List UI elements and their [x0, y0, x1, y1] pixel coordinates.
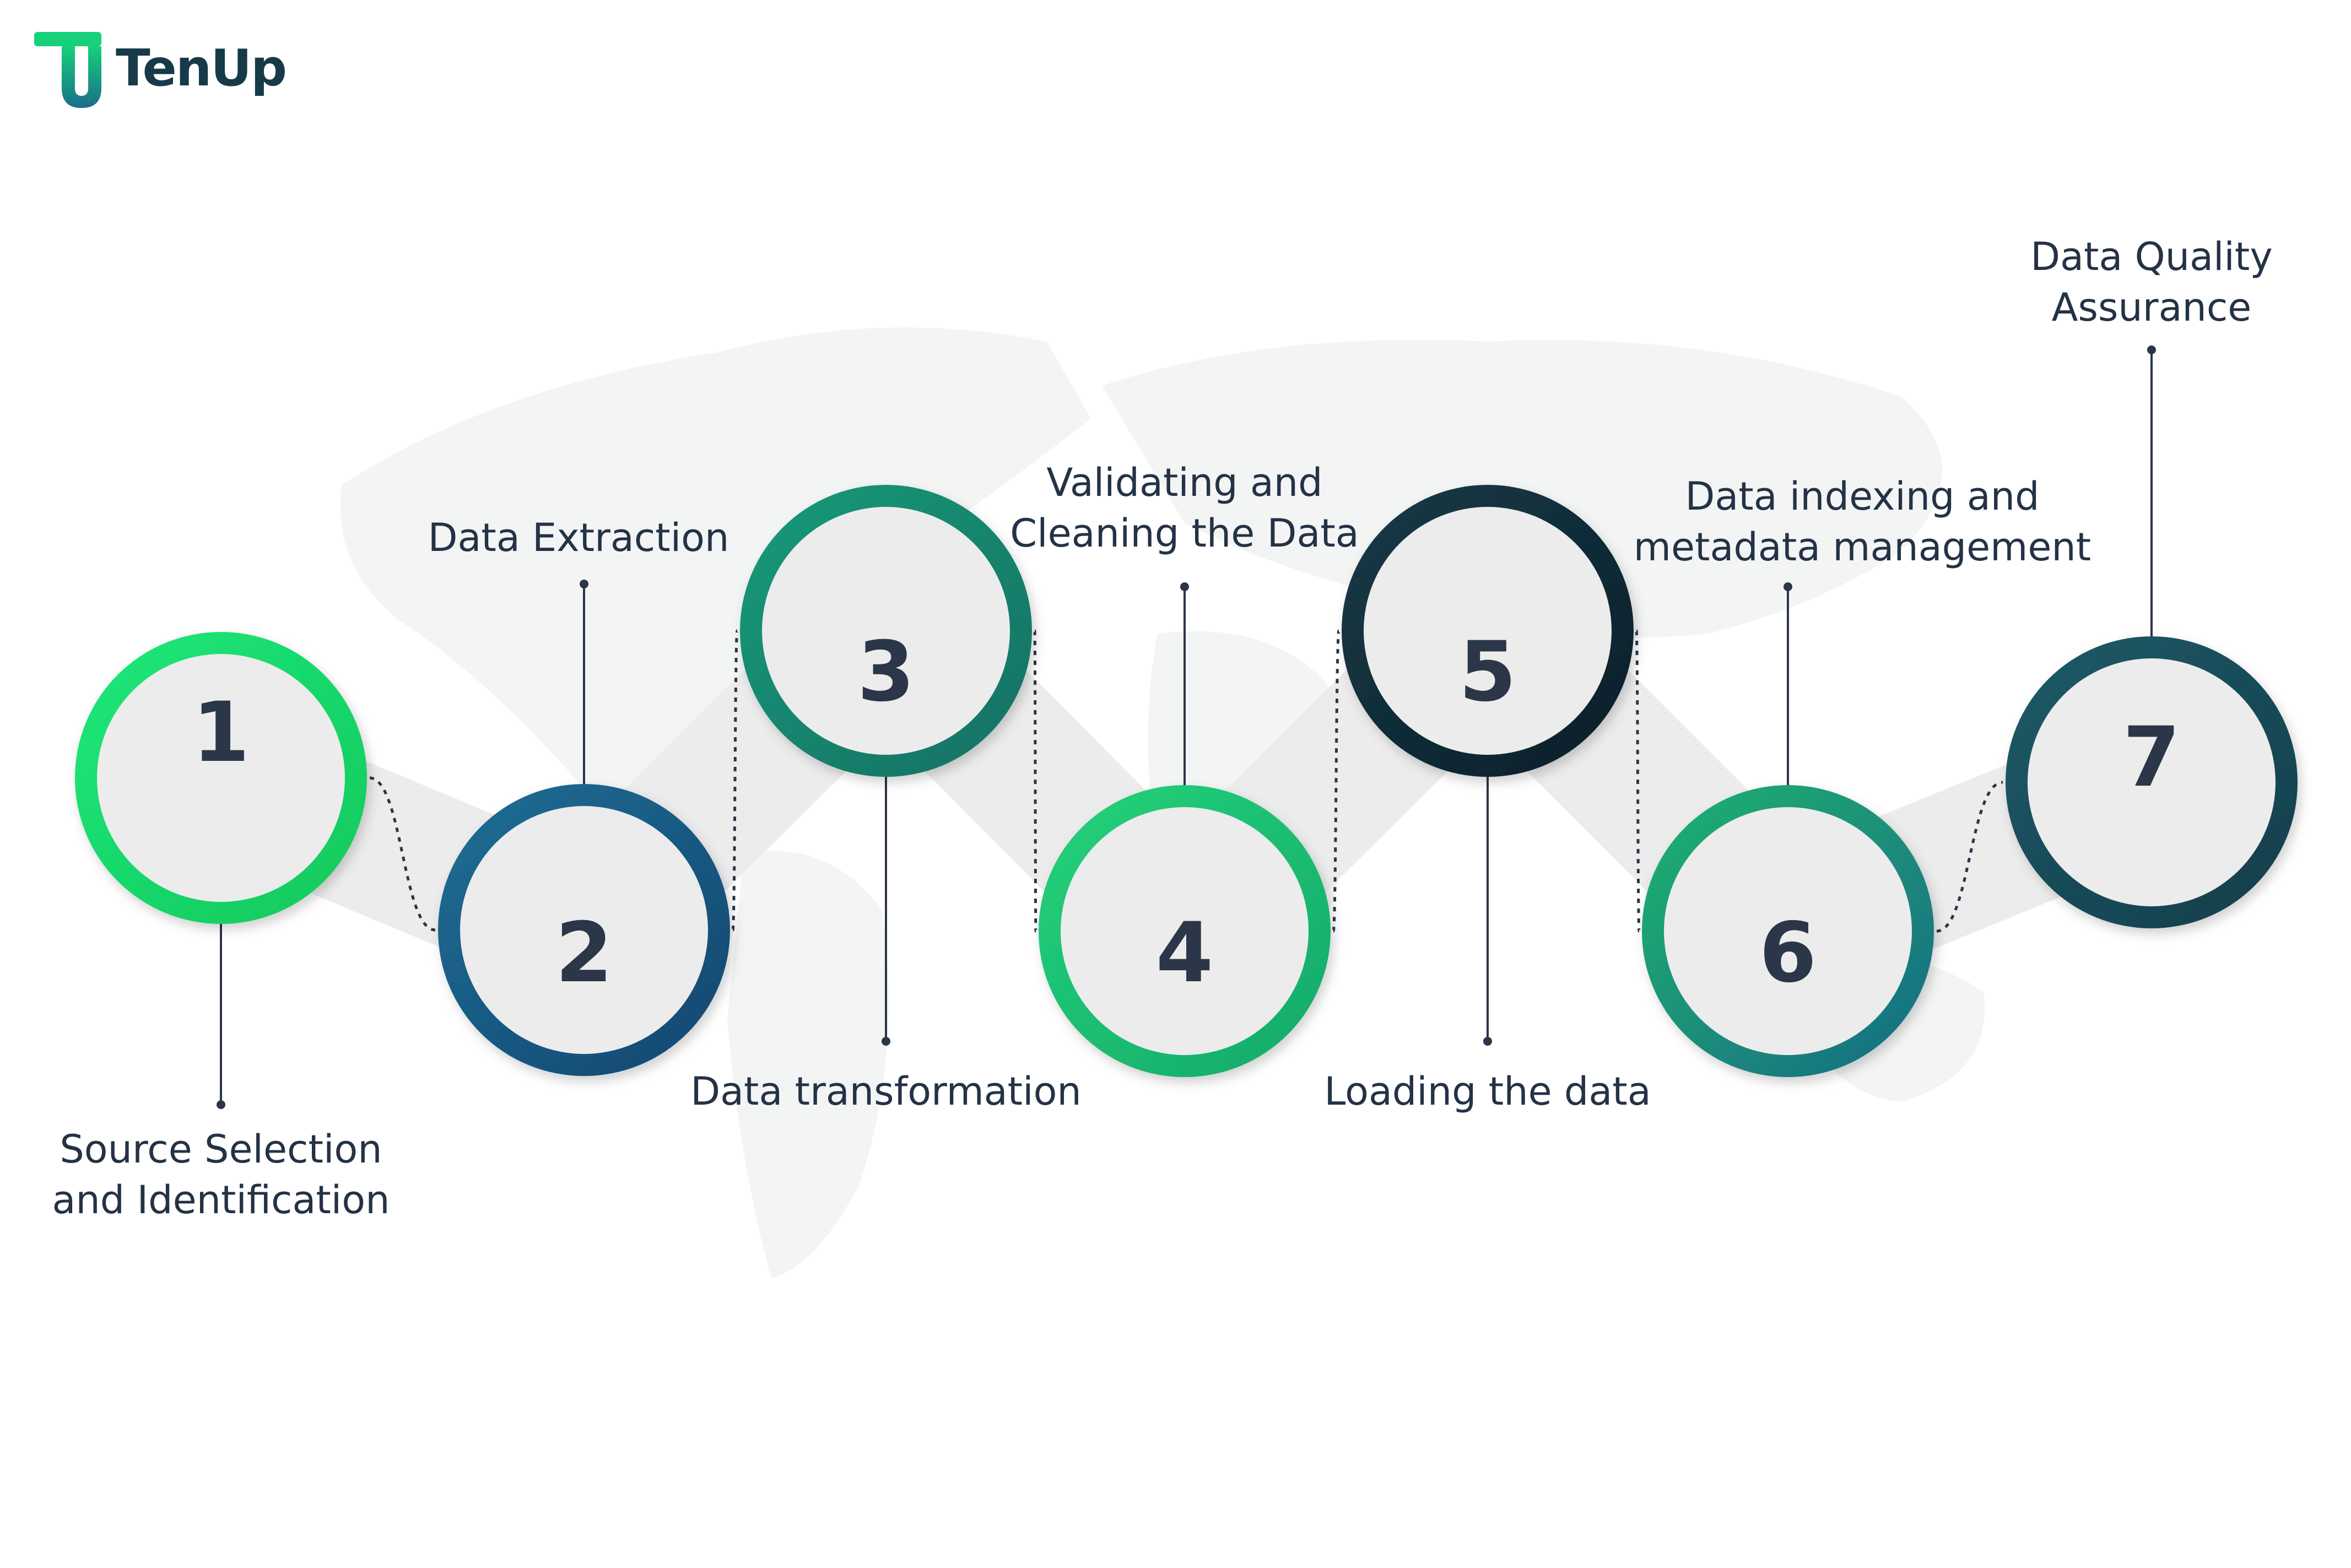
dotted-connectors — [369, 629, 2003, 933]
step-number-7: 7 — [2123, 710, 2180, 805]
step-number-4: 4 — [1156, 905, 1213, 1001]
step-label-line: and Identification — [52, 1177, 390, 1223]
step-circle-7 — [2006, 636, 2298, 928]
step-circle-5 — [1342, 485, 1634, 777]
step-label-line: Source Selection — [60, 1127, 382, 1172]
dotted-connector — [731, 629, 739, 932]
dotted-connector — [1635, 629, 1641, 933]
step-circle-2 — [438, 784, 730, 1076]
step-label-1: Source Selection and Identification — [52, 1124, 390, 1225]
step-label-line: Loading the data — [1324, 1069, 1651, 1114]
step-label-line: Data transformation — [690, 1069, 1082, 1114]
step-number-5: 5 — [1459, 624, 1516, 720]
step-circle-1 — [75, 632, 367, 924]
step-label-line: Validating and — [1046, 460, 1323, 505]
step-circles: 1 2 3 4 5 6 7 — [75, 485, 2298, 1077]
step-label-line: Data Quality — [2030, 234, 2273, 279]
step-number-6: 6 — [1759, 905, 1817, 1001]
step-label-line: Data Extraction — [428, 515, 729, 560]
step-label-line: Data indexing and — [1685, 474, 2040, 519]
leader-line-7 — [2147, 345, 2156, 663]
step-circle-4 — [1039, 785, 1331, 1077]
step-label-line: metadata management — [1633, 525, 2091, 570]
step-label-5: Loading the data — [1324, 1066, 1651, 1117]
brand-name: TenUp — [116, 39, 287, 98]
step-label-line: Assurance — [2051, 285, 2252, 330]
step-circle-3 — [740, 485, 1032, 777]
step-label-2: Data Extraction — [428, 512, 729, 563]
dotted-connector — [1332, 629, 1341, 933]
dotted-connector — [1033, 629, 1037, 933]
step-number-1: 1 — [192, 685, 250, 781]
step-number-2: 2 — [555, 905, 613, 1001]
step-label-line: Cleaning the Data — [1010, 511, 1359, 556]
tenup-logo-icon — [34, 32, 101, 108]
step-circle-6 — [1642, 785, 1934, 1077]
step-label-6: Data indexing and metadata management — [1634, 471, 2091, 572]
step-label-3: Data transformation — [690, 1066, 1082, 1117]
step-number-3: 3 — [857, 624, 915, 720]
